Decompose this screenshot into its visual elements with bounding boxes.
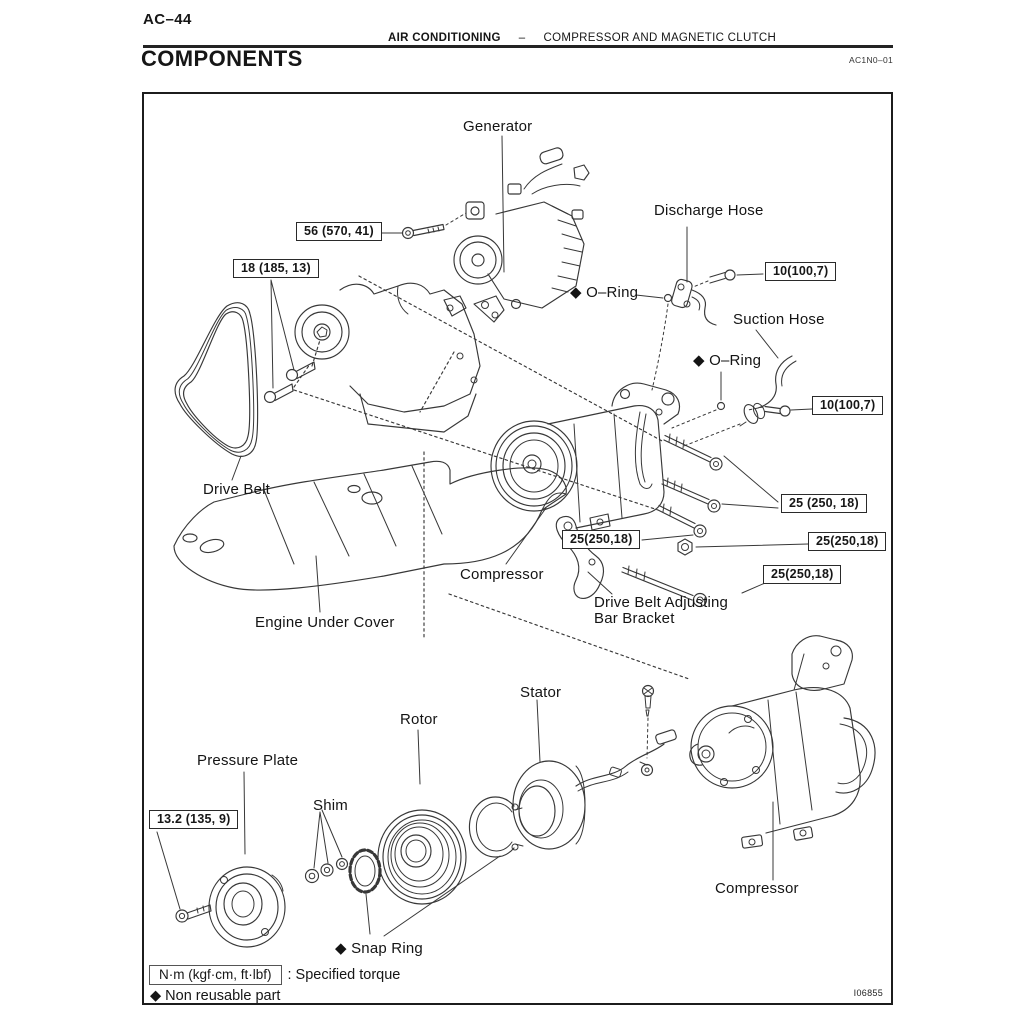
legend-torque: N·m (kgf·cm, ft·lbf) : Specified torque <box>149 965 400 985</box>
compressor-top-drawing <box>490 382 681 565</box>
label-generator: Generator <box>463 118 533 135</box>
label-o-ring-2: ◆ O–Ring <box>693 352 762 369</box>
torque-box-compressor-bolt-low: 25(250,18) <box>562 530 641 549</box>
suction-hose-drawing <box>671 329 813 447</box>
label-stator: Stator <box>520 684 562 701</box>
label-compressor-top: Compressor <box>460 566 544 583</box>
label-drive-belt: Drive Belt <box>203 481 271 498</box>
generator-bolt-drawing <box>375 212 467 240</box>
header-section: AIR CONDITIONING <box>388 32 501 44</box>
torque-box-adjusting-nut: 25(250,18) <box>808 532 887 551</box>
projection-lines <box>293 275 690 680</box>
mounting-bolts-drawing <box>621 433 809 608</box>
snap-ring-wavy-drawing <box>348 848 382 935</box>
engine-block-drawing <box>294 282 505 433</box>
header-topic: COMPRESSOR AND MAGNETIC CLUTCH <box>543 32 777 44</box>
label-pressure-plate: Pressure Plate <box>197 752 299 769</box>
shims-drawing <box>304 809 349 884</box>
torque-box-adjusting-bolt: 25(250,18) <box>763 565 842 584</box>
torque-box-generator-bolt: 56 (570, 41) <box>296 222 382 241</box>
label-snap-ring: ◆ Snap Ring <box>335 940 423 957</box>
compressor-bottom-drawing <box>689 635 876 881</box>
figure-code: I06855 <box>853 988 883 998</box>
engine-under-cover-drawing <box>173 460 567 613</box>
legend-torque-unit-box: N·m (kgf·cm, ft·lbf) <box>149 965 282 985</box>
pressure-plate-drawing <box>208 771 286 948</box>
stator-drawing <box>512 699 586 850</box>
snap-ring-cclip-drawing <box>383 796 524 937</box>
torque-box-pressure-plate-bolt: 13.2 (135, 9) <box>149 810 239 829</box>
label-discharge-hose: Discharge Hose <box>654 202 764 219</box>
torque-box-compressor-bolts: 25 (250, 18) <box>781 494 867 513</box>
adjusting-bar-bracket-drawing <box>555 515 613 599</box>
generator-drawing <box>453 135 590 310</box>
drive-belt-drawing <box>174 302 259 481</box>
rotor-drawing <box>377 729 467 905</box>
legend-torque-suffix: : Specified torque <box>287 967 401 983</box>
page-title: COMPONENTS <box>141 46 303 71</box>
label-o-ring-1: ◆ O–Ring <box>570 284 639 301</box>
legend-non-reusable: ◆ Non reusable part <box>150 988 281 1004</box>
stator-harness-drawing <box>575 684 677 792</box>
discharge-hose-drawing <box>635 226 764 391</box>
label-adjusting-bar-bracket: Drive Belt Adjusting Bar Bracket <box>594 594 729 627</box>
header-dash: – <box>518 32 526 44</box>
label-compressor-bottom: Compressor <box>715 880 799 897</box>
torque-box-pulley-bolts: 18 (185, 13) <box>233 259 319 278</box>
label-rotor: Rotor <box>400 711 438 728</box>
label-engine-under-cover: Engine Under Cover <box>255 614 395 631</box>
header: AIR CONDITIONING – COMPRESSOR AND MAGNETIC… <box>388 32 776 44</box>
page-number: AC–44 <box>143 11 192 28</box>
components-diagram <box>156 135 876 948</box>
torque-box-suction-bolt: 10(100,7) <box>812 396 884 415</box>
pulley-bolts-drawing <box>263 279 316 404</box>
pressure-plate-bolt-drawing <box>156 831 212 923</box>
doc-code: AC1N0–01 <box>849 55 893 65</box>
label-suction-hose: Suction Hose <box>733 311 825 328</box>
figure-frame: Generator Discharge Hose ◆ O–Ring Suctio… <box>142 92 893 1005</box>
torque-box-discharge-bolt: 10(100,7) <box>765 262 837 281</box>
label-shim: Shim <box>313 797 348 814</box>
header-rule <box>143 45 893 48</box>
